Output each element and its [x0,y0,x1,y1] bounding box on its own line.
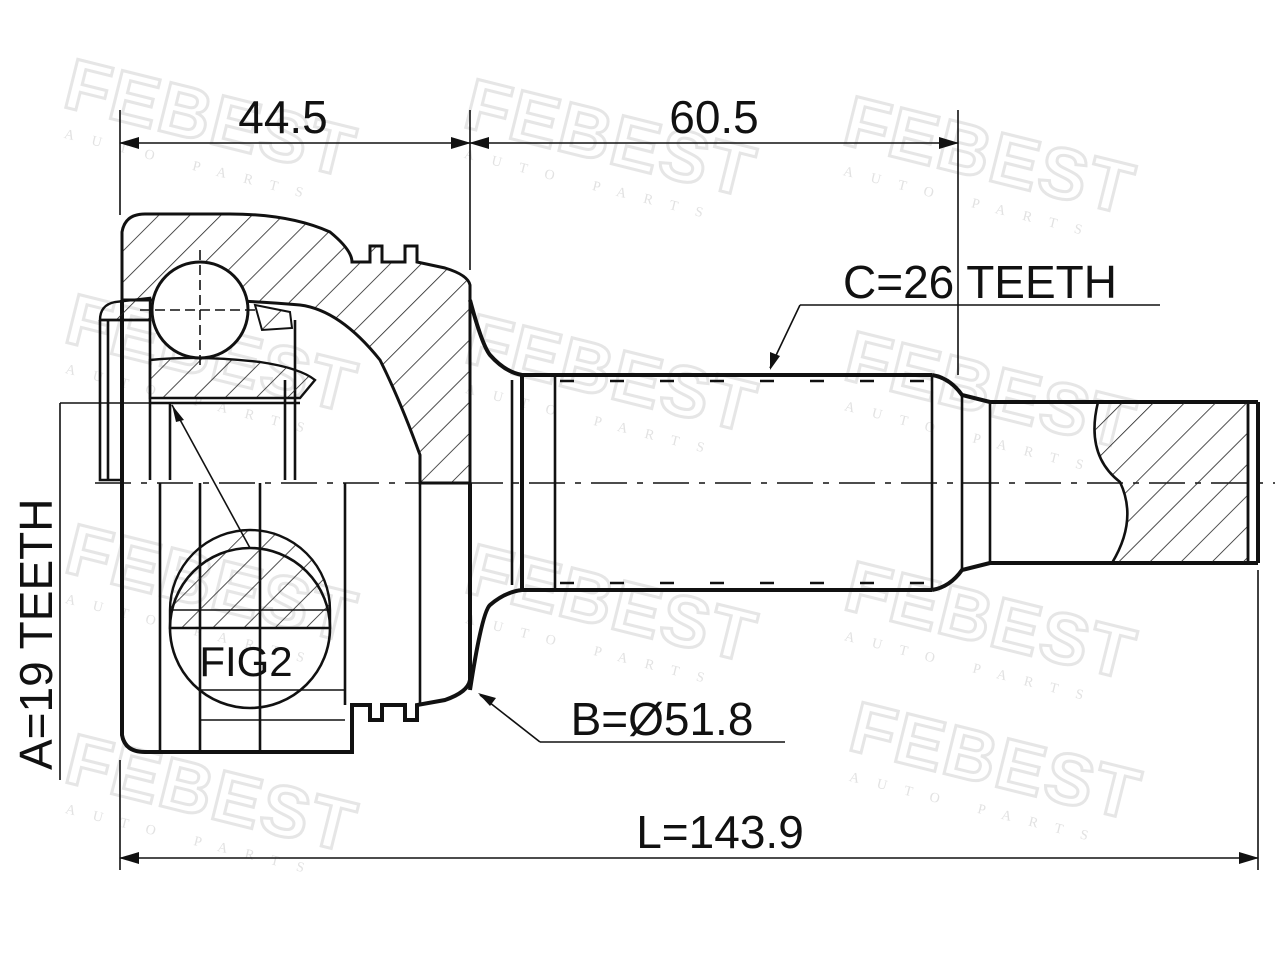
label-outer-teeth: C=26 TEETH [843,256,1117,308]
watermark-5: FEBEST AUTO PARTS [457,298,767,461]
outer-diameter-arrow [478,693,496,706]
fig2-leader-arrow [172,405,184,422]
outer-teeth-arrow [770,352,780,370]
housing-lower-contour [120,300,472,754]
watermark-11: FEBEST AUTO PARTS [841,686,1151,849]
watermark-layer: FEBEST AUTO PARTS FEBEST AUTO PARTS FEBE… [56,43,1151,881]
shaft-neck-upper [468,299,524,483]
inner-hub-hatched [148,356,317,400]
label-outer-diameter: B=Ø51.8 [571,693,754,745]
watermark-3: FEBEST AUTO PARTS [835,80,1145,243]
shaft-taper-lower [931,561,991,592]
shaft-neck-lower [468,483,524,691]
dimension-lines: 44.5 60.5 L=143.9 A=19 TEETH [10,91,1259,870]
fig2-leader-line [171,404,251,549]
cage-hatched-piece [98,296,152,322]
watermark-8: FEBEST AUTO PARTS [457,528,767,691]
inner-race-outline [98,320,122,482]
axle-shaft [468,299,1260,691]
dim-shaft-length: 60.5 [669,91,759,143]
cage-hatched-small [253,303,294,332]
fig2-hatched-cap [168,528,332,630]
dim-outer-joint-length: 44.5 [238,91,328,143]
callouts: C=26 TEETH B=Ø51.8 [478,256,1160,745]
cv-housing: FIG2 [98,212,472,754]
label-inner-teeth: A=19 TEETH [10,499,62,770]
watermark-9: FEBEST AUTO PARTS [836,545,1146,708]
watermark-2: FEBEST AUTO PARTS [456,63,766,226]
thread-section-hatched [1093,400,1250,565]
shaft-taper-upper [931,373,991,404]
dim-total-length: L=143.9 [636,806,804,858]
watermark-10: FEBEST AUTO PARTS [57,718,367,881]
label-figure-ref: FIG2 [199,638,292,685]
